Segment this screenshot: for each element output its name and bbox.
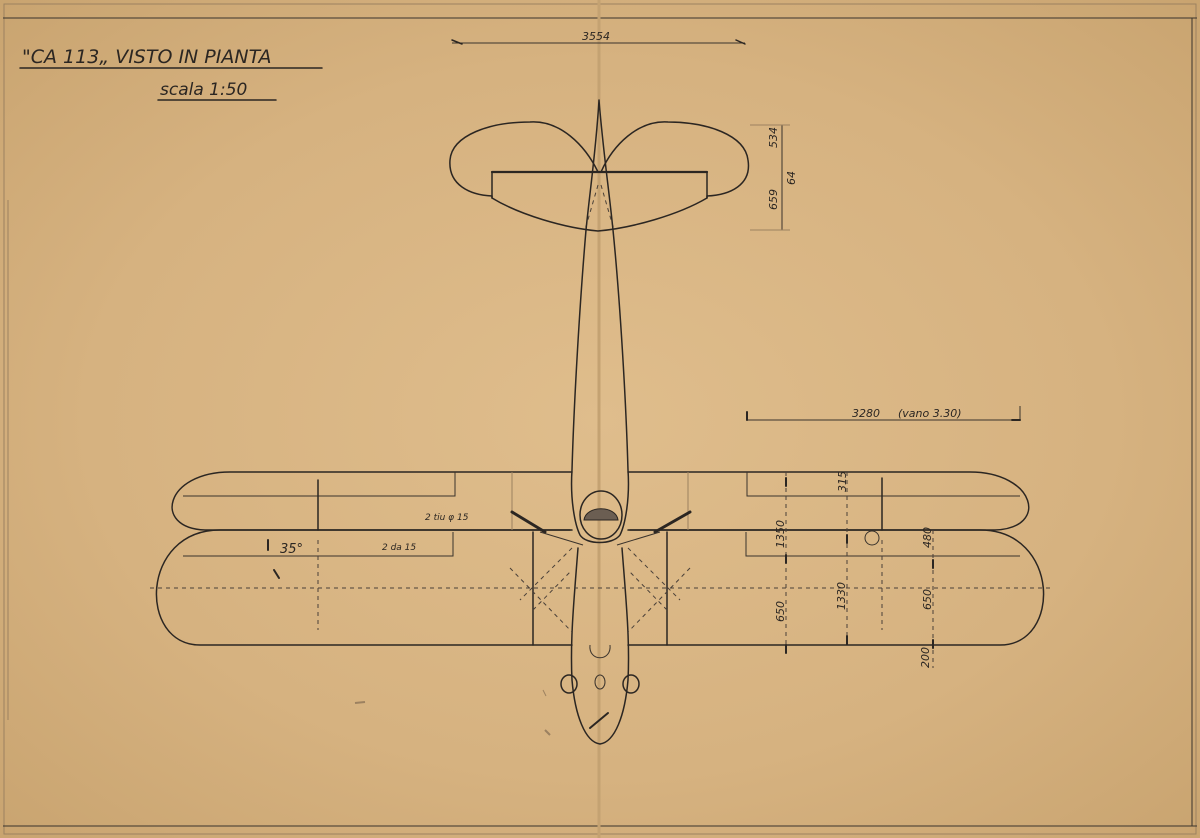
drawing-title: "CA 113„ VISTO IN PIANTA [22, 46, 271, 68]
wing-span-dimension: 3280 (vano 3.30) [746, 406, 1021, 421]
wing-chord-480: 480 [921, 527, 934, 548]
upper-wing [171, 471, 1030, 531]
tail-chord-534: 534 [767, 127, 780, 148]
wing-chord-1330: 1330 [835, 582, 848, 610]
sheet-frame [3, 0, 1197, 838]
wing-chord-200: 200 [919, 647, 932, 668]
wing-chord-650-left: 650 [774, 601, 787, 622]
title-block: "CA 113„ VISTO IN PIANTA scala 1:50 [19, 46, 323, 101]
wing-chord-1350: 1350 [774, 520, 787, 548]
wing-span-note: (vano 3.30) [898, 407, 962, 420]
angle-label: 35° [280, 542, 303, 557]
tail-chord-dimensions: 534 64 659 [750, 124, 798, 231]
drawing-scale: scala 1:50 [160, 80, 247, 100]
wing-chord-dimensions: 315 1350 480 650 1330 650 200 [774, 471, 934, 668]
tail-chord-64: 64 [785, 171, 798, 185]
tail-span-label: 3554 [582, 30, 610, 43]
tail-span-dimension: 3554 [451, 30, 746, 45]
paper-marks [354, 689, 551, 736]
angle-marker: 35° [267, 539, 303, 579]
lower-wing [150, 472, 1050, 646]
tail-chord-659: 659 [767, 189, 780, 210]
fuselage [560, 99, 640, 745]
cabane-struts [509, 510, 692, 633]
horizontal-tail [449, 121, 750, 232]
wing-chord-315: 315 [836, 471, 849, 492]
wing-chord-650-right: 650 [921, 589, 934, 610]
lower-strut-note: 2 da 15 [382, 543, 416, 553]
wing-span-label: 3280 [852, 407, 880, 420]
upper-strut-note: 2 tiu φ 15 [425, 513, 469, 523]
